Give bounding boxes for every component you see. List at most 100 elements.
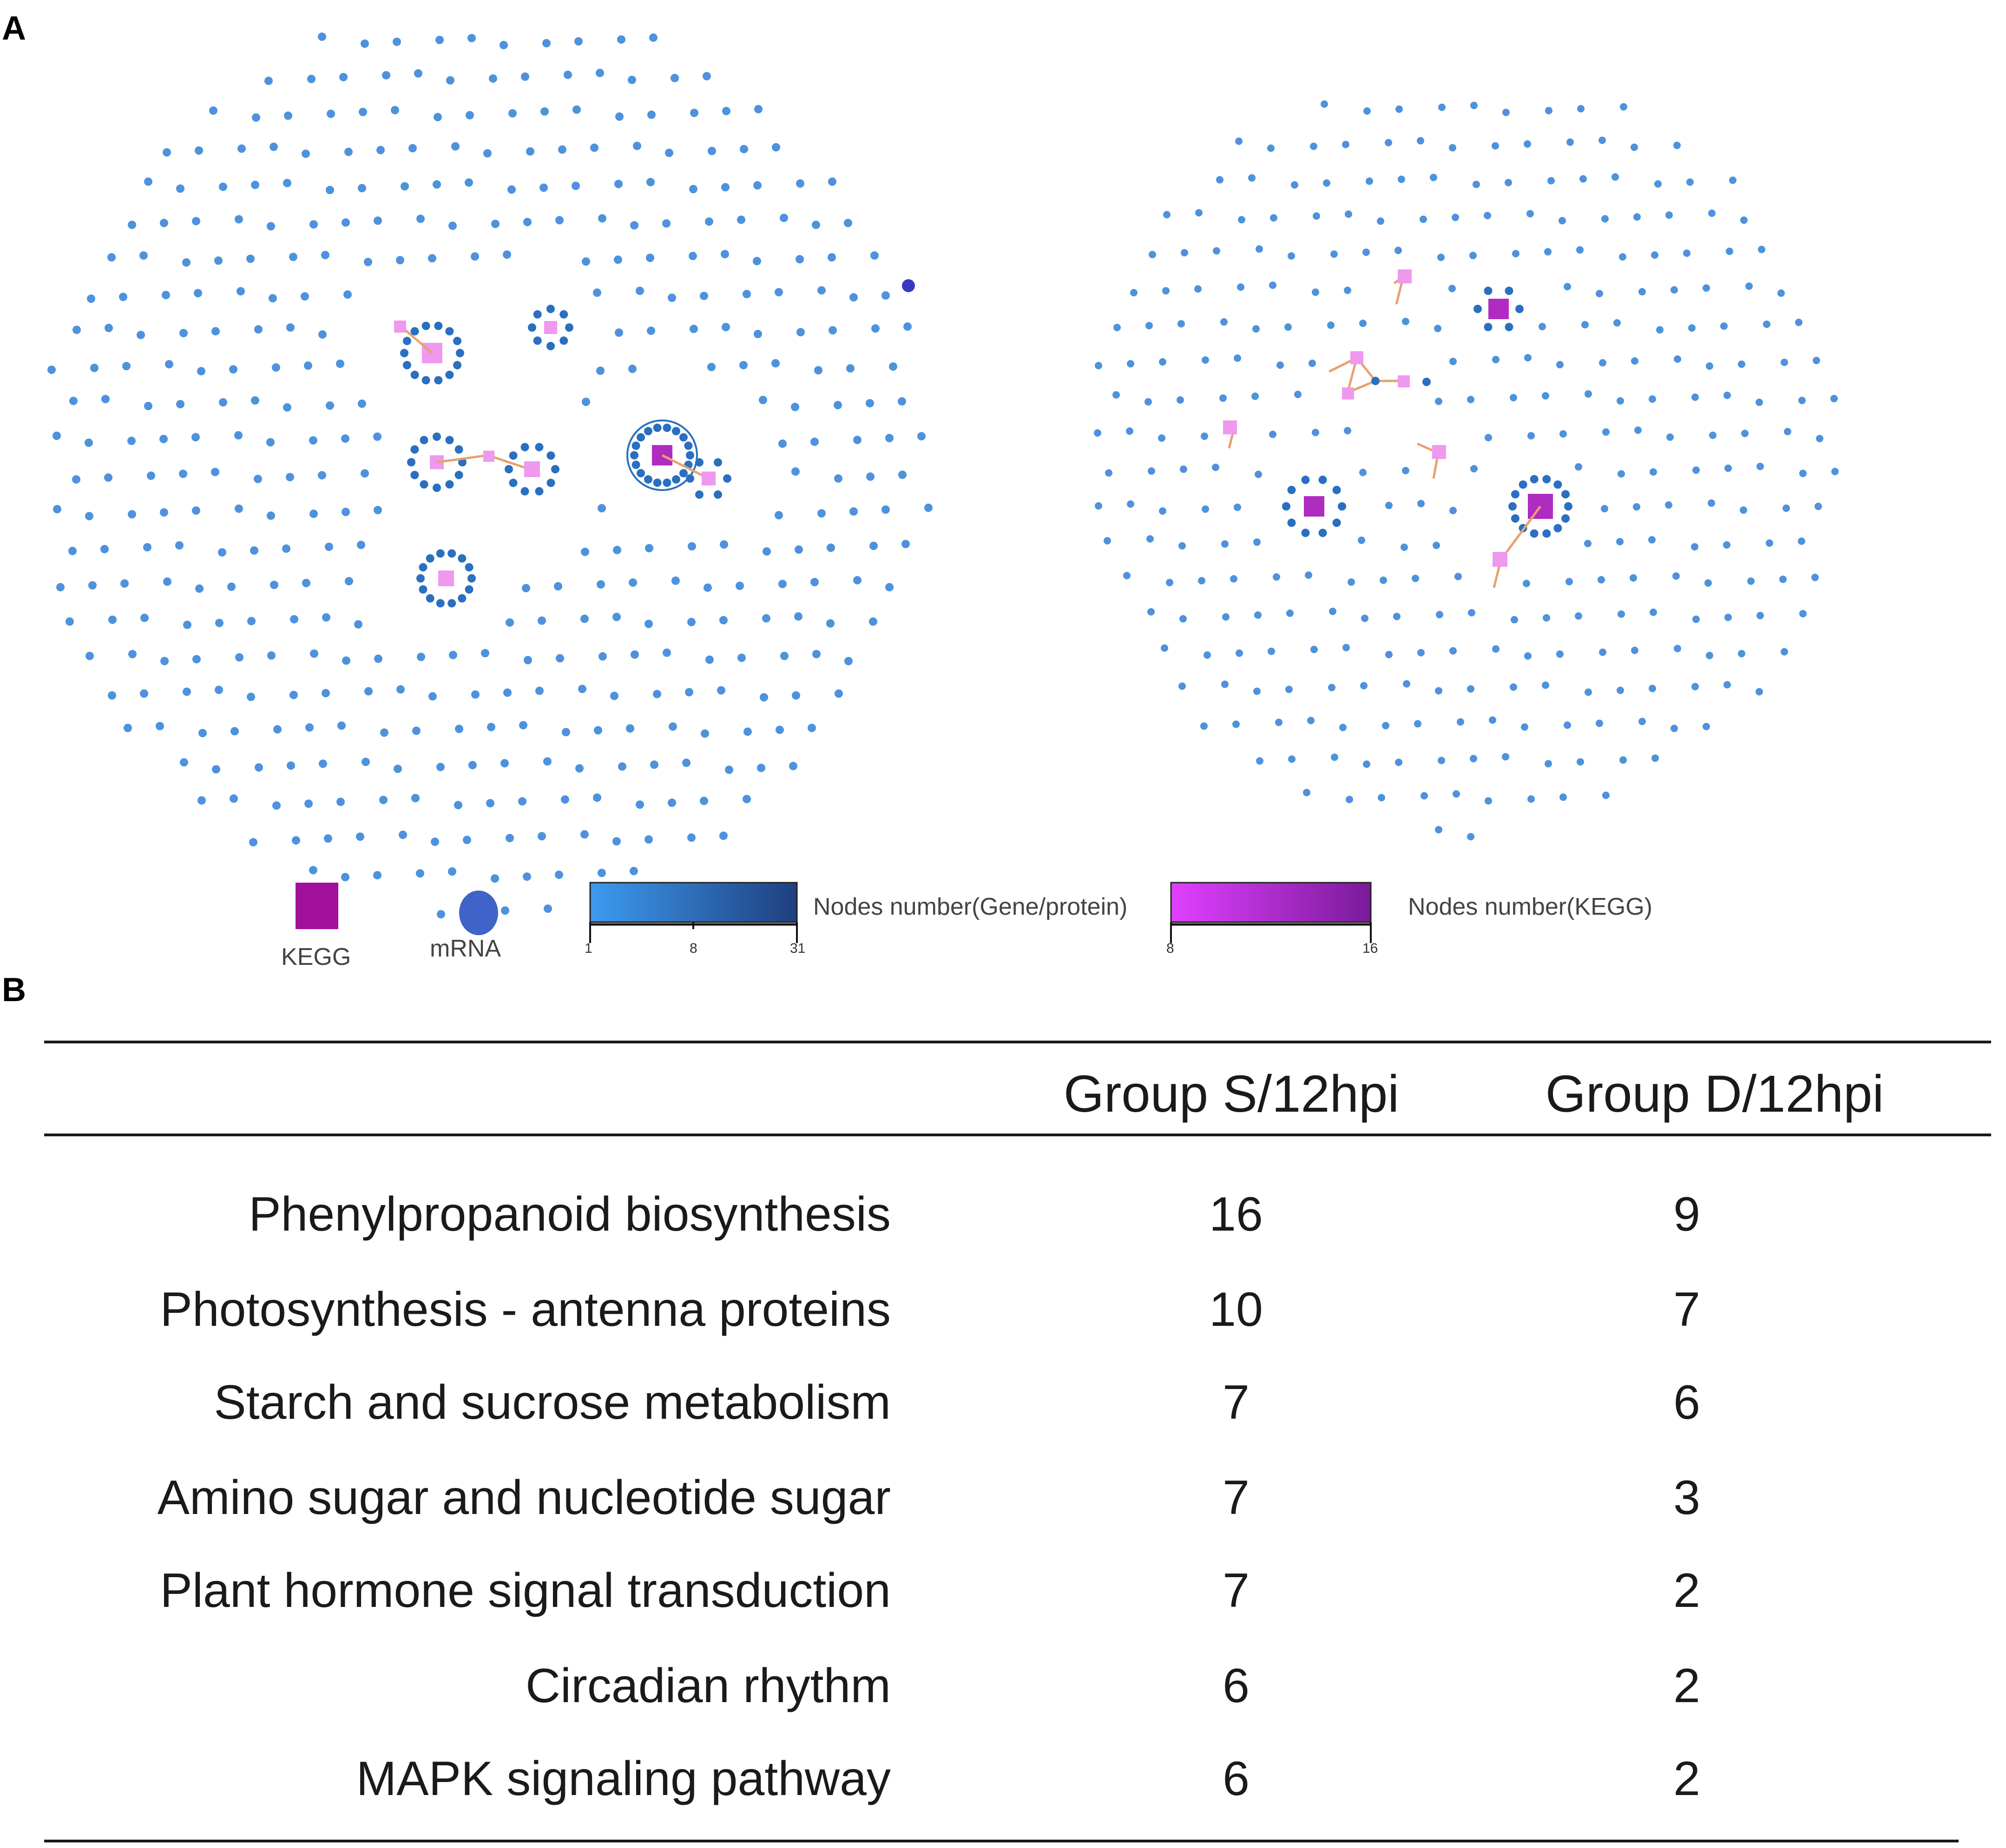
- gene-node: [686, 474, 694, 483]
- gene-node: [1130, 289, 1138, 296]
- gene-node: [543, 757, 552, 766]
- gene-node: [195, 584, 204, 593]
- gene-node: [447, 599, 456, 608]
- gene-node: [358, 184, 366, 192]
- gene-node: [451, 142, 460, 151]
- gene-node: [1830, 395, 1838, 402]
- gene-node: [628, 365, 637, 373]
- gene-node: [1524, 652, 1532, 660]
- gene-node: [264, 77, 273, 85]
- gene-node: [1633, 213, 1641, 221]
- gene-node: [53, 432, 61, 440]
- gene-node: [486, 799, 494, 807]
- gene-node: [562, 728, 570, 736]
- gene-node: [471, 252, 479, 261]
- gene-node: [1378, 794, 1385, 801]
- gene-node: [630, 451, 638, 459]
- gene-node: [124, 724, 132, 732]
- gene-node: [435, 36, 444, 44]
- gene-node: [1221, 540, 1229, 548]
- gene-node: [466, 111, 474, 119]
- gene-node: [636, 287, 644, 295]
- gene-node: [247, 693, 255, 701]
- gene-node: [1331, 754, 1338, 761]
- gene-node: [849, 293, 858, 301]
- gene-node: [1686, 178, 1694, 186]
- gene-node: [1631, 144, 1638, 151]
- gene-node: [1177, 320, 1185, 328]
- gene-node: [1672, 572, 1680, 580]
- gene-node: [1492, 645, 1500, 653]
- gene-node: [420, 480, 428, 489]
- gene-node: [417, 653, 425, 661]
- gene-node: [629, 578, 637, 587]
- gene-node: [175, 541, 184, 550]
- gene-node: [506, 618, 514, 627]
- gene-node: [828, 177, 836, 186]
- gene-node: [1530, 529, 1539, 538]
- gene-node: [250, 546, 258, 555]
- gene-node: [1412, 575, 1419, 582]
- group-s-value: 6: [1223, 1659, 1250, 1713]
- gene-node: [72, 475, 80, 484]
- gene-node: [1473, 181, 1480, 188]
- gene-node: [596, 69, 604, 77]
- gene-node: [361, 39, 369, 48]
- gene-node: [1394, 247, 1402, 254]
- gene-node: [1127, 500, 1134, 508]
- gene-node: [1147, 608, 1155, 616]
- gene-node: [792, 691, 800, 700]
- gene-node: [645, 544, 653, 552]
- gene-node: [593, 793, 601, 802]
- gene-node: [433, 484, 441, 492]
- gene-node: [1360, 682, 1368, 689]
- gene-node: [869, 617, 877, 626]
- gene-node: [690, 109, 698, 117]
- gene-node: [1489, 716, 1496, 724]
- ring: [626, 419, 698, 491]
- gene-node: [434, 321, 443, 330]
- gene-node: [528, 323, 536, 332]
- gene-node: [197, 796, 206, 805]
- gene-scale-tick-label: 1: [585, 941, 592, 956]
- gene-node: [342, 218, 350, 227]
- gene-node: [1363, 760, 1370, 768]
- gene-node: [1508, 502, 1517, 511]
- gene-node: [1766, 539, 1773, 547]
- gene-node: [1704, 579, 1712, 587]
- gene-node: [1284, 323, 1292, 331]
- gene-node: [1527, 432, 1535, 439]
- gene-node: [326, 186, 334, 194]
- gene-node: [796, 179, 804, 188]
- gene-node: [304, 361, 312, 370]
- gene-node: [396, 685, 405, 694]
- gene-node: [266, 438, 275, 446]
- gene-node: [1585, 390, 1592, 398]
- gene-node: [669, 722, 677, 731]
- gene-node: [1256, 757, 1263, 765]
- gene-node: [572, 105, 581, 114]
- gene-node: [1104, 537, 1111, 544]
- gene-node: [176, 184, 184, 193]
- gene-node: [183, 688, 191, 696]
- gene-node: [903, 322, 912, 331]
- gene-node: [128, 650, 137, 658]
- gene-node: [356, 832, 364, 841]
- gene-node: [544, 904, 552, 913]
- gene-node: [1510, 394, 1517, 401]
- gene-node: [582, 398, 590, 406]
- gene-node: [108, 616, 117, 624]
- gene-node: [580, 615, 589, 623]
- gene-node: [119, 293, 127, 301]
- gene-node: [1234, 354, 1241, 362]
- gene-node: [685, 688, 693, 696]
- gene-node: [1268, 648, 1275, 655]
- gene-scale-label: Nodes number(Gene/protein): [813, 893, 1128, 920]
- gene-node: [407, 458, 415, 466]
- gene-node: [898, 471, 907, 479]
- kegg-node: [438, 570, 454, 586]
- gene-node: [753, 257, 761, 265]
- gene-node: [491, 874, 499, 883]
- gene-node: [436, 599, 445, 608]
- gene-node: [1294, 391, 1302, 398]
